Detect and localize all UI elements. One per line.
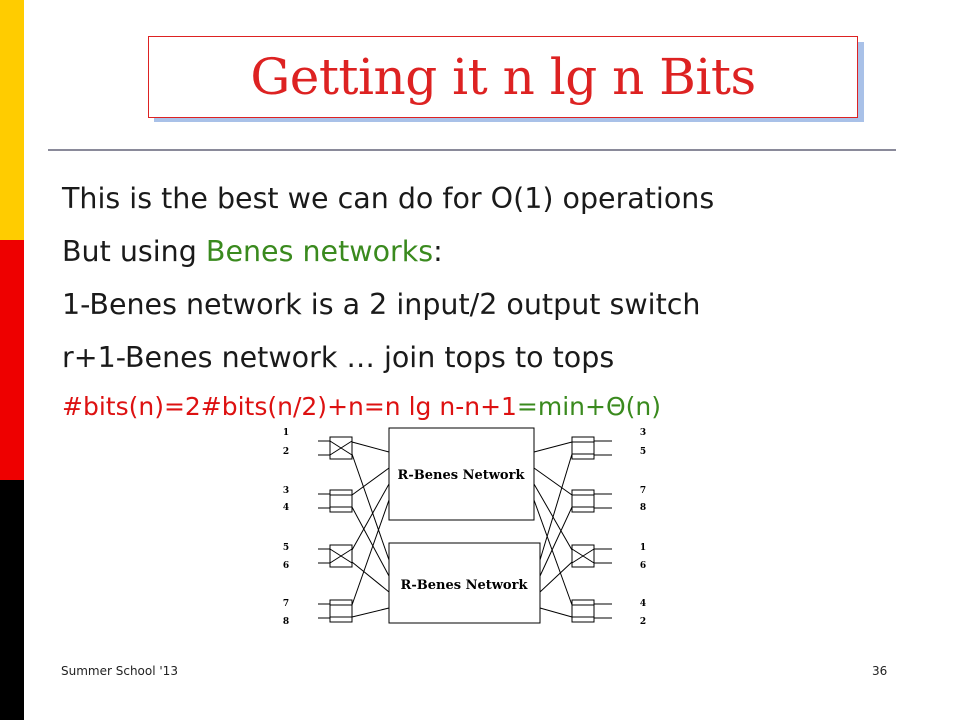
output-label: 1 [640, 543, 646, 553]
side-band-black [0, 480, 24, 720]
left-to-top-wire [351, 483, 390, 551]
output-label: 6 [640, 561, 646, 571]
bottom-to-right-wire [539, 453, 573, 561]
bottom-to-right-wire [539, 561, 573, 593]
left-to-bottom-wire [351, 506, 390, 577]
left-switch-line [329, 440, 353, 456]
input-label: 1 [283, 428, 289, 438]
title-divider [48, 149, 896, 151]
bullet-line-3: 1-Benes network is a 2 input/2 output sw… [62, 288, 701, 321]
top-subnetwork-box [388, 427, 535, 521]
left-switch [329, 599, 353, 623]
diagram-switches [329, 436, 595, 623]
input-label: 6 [283, 561, 289, 571]
output-label: 5 [640, 447, 646, 457]
right-switch [571, 599, 595, 623]
input-label: 7 [283, 599, 289, 609]
footer-left-text: Summer School '13 [61, 664, 178, 678]
bullet-line-1: This is the best we can do for O(1) oper… [62, 182, 715, 215]
left-to-bottom-wire [351, 561, 390, 593]
bullet-line-2-suffix: : [433, 235, 443, 268]
right-switch [571, 489, 595, 513]
left-to-bottom-wire [351, 453, 390, 561]
output-label: 7 [640, 486, 646, 496]
bottom-subnetwork-label: R-Benes Network [401, 578, 529, 593]
bullet-line-2: But using Benes networks: [62, 235, 443, 268]
side-band-red [0, 240, 24, 480]
side-band-yellow [0, 0, 24, 240]
diagram-wires [318, 440, 612, 619]
input-label: 3 [283, 486, 289, 496]
benes-networks-highlight: Benes networks [205, 235, 434, 268]
title-box: Getting it n lg n Bits [148, 36, 858, 118]
page-number: 36 [872, 664, 888, 678]
bullet-line-4: r+1-Benes network … join tops to tops [62, 341, 615, 374]
left-switch-line [329, 548, 353, 564]
left-switch [329, 489, 353, 513]
output-label: 3 [640, 428, 646, 438]
left-to-bottom-wire [351, 607, 390, 618]
input-label: 5 [283, 543, 289, 553]
left-to-top-wire [351, 467, 390, 496]
input-label: 2 [283, 447, 289, 457]
bits-formula: #bits(n)=2#bits(n/2)+n=n lg n-n+1=min+Θ(… [62, 394, 661, 419]
output-label: 2 [640, 617, 646, 627]
output-label: 4 [640, 599, 646, 609]
bottom-subnetwork-box [388, 542, 541, 624]
formula-bound: =min+Θ(n) [516, 392, 661, 421]
right-switch [571, 436, 595, 460]
slide-title: Getting it n lg n Bits [250, 48, 756, 106]
input-label: 8 [283, 617, 289, 627]
left-to-top-wire [351, 441, 390, 453]
bottom-to-right-wire [539, 506, 573, 577]
top-to-right-wire [533, 441, 573, 453]
top-to-right-wire [533, 499, 573, 606]
formula-recurrence: #bits(n)=2#bits(n/2)+n=n lg n-n+1 [62, 392, 517, 421]
top-subnetwork-label: R-Benes Network [398, 468, 526, 483]
input-label: 4 [283, 503, 289, 513]
top-to-right-wire [533, 467, 573, 496]
right-switch-line [571, 548, 595, 564]
top-to-right-wire [533, 483, 573, 551]
bottom-to-right-wire [539, 607, 573, 618]
output-label: 8 [640, 503, 646, 513]
left-to-top-wire [351, 499, 390, 606]
bullet-line-2-prefix: But using [62, 235, 206, 268]
